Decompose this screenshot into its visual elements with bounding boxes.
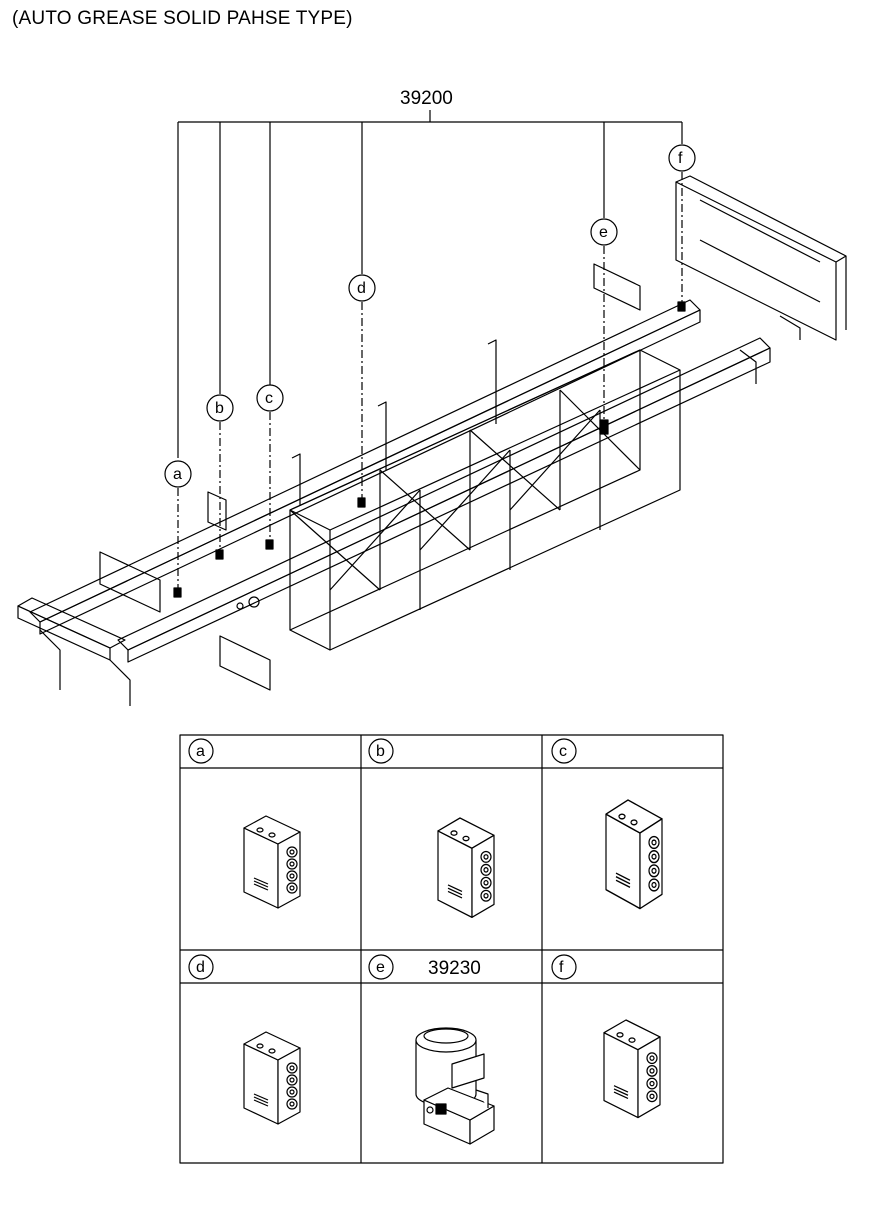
svg-text:f: f: [559, 959, 564, 976]
diagram-caption: (AUTO GREASE SOLID PAHSE TYPE): [12, 8, 353, 29]
main-part-number: 39200: [400, 88, 453, 109]
distributor-block-c: [605, 799, 663, 910]
grease-pump: [415, 1027, 495, 1145]
detail-callout-d: d: [188, 954, 214, 980]
svg-text:a: a: [196, 743, 205, 760]
svg-text:e: e: [376, 959, 385, 976]
detail-callout-f: f: [551, 954, 577, 980]
svg-text:c: c: [559, 743, 567, 760]
callout-f: f: [668, 144, 696, 172]
detail-callout-e: e: [368, 954, 394, 980]
callout-b: b: [206, 394, 234, 422]
distributor-markers: [173, 301, 686, 598]
svg-text:a: a: [173, 466, 182, 483]
svg-text:b: b: [215, 400, 224, 417]
svg-text:e: e: [599, 224, 608, 241]
distributor-block-b: [437, 817, 495, 919]
svg-text:d: d: [357, 280, 366, 297]
pump-part-number: 39230: [428, 958, 481, 979]
svg-text:d: d: [196, 959, 205, 976]
svg-text:f: f: [678, 150, 683, 167]
leader-bracket: [177, 110, 683, 458]
chassis-frame: [17, 175, 847, 706]
distributor-block-f: [603, 1019, 661, 1119]
svg-text:b: b: [376, 743, 385, 760]
distributor-block-d: [243, 1031, 301, 1125]
callout-e: e: [590, 218, 618, 246]
callout-d: d: [348, 274, 376, 302]
callout-leaders: [177, 172, 683, 588]
detail-table: [179, 734, 724, 1164]
distributor-block-a: [243, 815, 301, 909]
detail-callout-a: a: [188, 738, 214, 764]
svg-text:c: c: [265, 390, 273, 407]
callout-c: c: [256, 384, 284, 412]
detail-callout-c: c: [551, 738, 577, 764]
detail-callout-b: b: [368, 738, 394, 764]
callout-a: a: [164, 460, 192, 488]
